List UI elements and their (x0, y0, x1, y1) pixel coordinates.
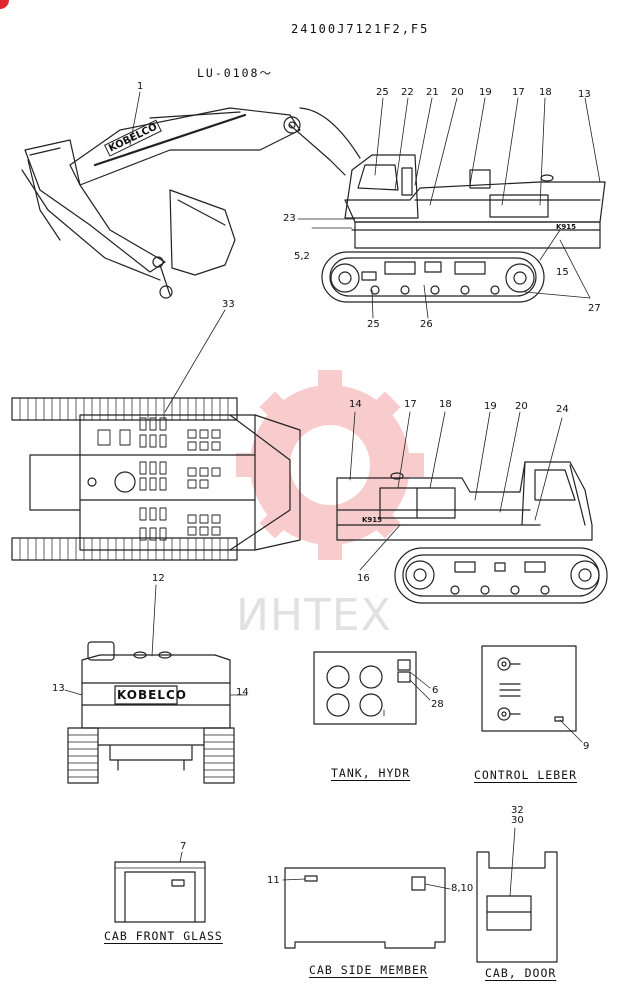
callout-18b: 18 (439, 399, 452, 410)
callout-22: 22 (401, 87, 414, 98)
part-number-title: 24100J7121F2,F5 (291, 22, 430, 36)
callout-27: 27 (588, 303, 601, 314)
callout-18: 18 (539, 87, 552, 98)
callout-1: 1 (137, 81, 144, 92)
callout-16: 16 (357, 573, 370, 584)
caption-cab-front-glass: CAB FRONT GLASS (104, 929, 223, 943)
top-view (11, 309, 301, 561)
callout-32: 32 (511, 805, 524, 816)
callout-26: 26 (420, 319, 433, 330)
main-view-leaders (129, 91, 601, 319)
callout-13b: 13 (52, 683, 65, 694)
callout-9: 9 (583, 741, 590, 752)
callout-28: 28 (431, 699, 444, 710)
watermark-gear (236, 370, 424, 560)
callout-15: 15 (556, 267, 569, 278)
corner-marker (0, 0, 9, 9)
cab-door-view (476, 827, 558, 963)
callout-14b: 14 (236, 687, 249, 698)
watermark-text: ИНТЕХ (236, 590, 392, 641)
callout-8-10: 8,10 (451, 883, 474, 894)
rear-brand-label: KOBELCO (117, 688, 187, 702)
serial-range-label: LU-0108〜 (197, 66, 273, 80)
cab-side-member-view (282, 867, 451, 949)
callout-25b: 25 (367, 319, 380, 330)
excavator-side-view (21, 107, 606, 303)
right-side-view (336, 411, 608, 604)
caption-cab-side-member: CAB SIDE MEMBER (309, 963, 428, 977)
callout-20b: 20 (515, 401, 528, 412)
rear-view (64, 584, 248, 784)
callout-14: 14 (349, 399, 362, 410)
callout-33: 33 (222, 299, 235, 310)
callout-20: 20 (451, 87, 464, 98)
callout-25: 25 (376, 87, 389, 98)
callout-13: 13 (578, 89, 591, 100)
tank-hydr-view (313, 651, 431, 725)
callout-11: 11 (267, 875, 280, 886)
caption-cab-door: CAB, DOOR (485, 966, 557, 980)
callout-19: 19 (479, 87, 492, 98)
callout-19b: 19 (484, 401, 497, 412)
callout-23: 23 (283, 213, 296, 224)
callout-30: 30 (511, 815, 524, 826)
control-lever-view (481, 645, 583, 743)
callout-24: 24 (556, 404, 569, 415)
callout-21: 21 (426, 87, 439, 98)
callout-17b: 17 (404, 399, 417, 410)
callout-6: 6 (432, 685, 439, 696)
side-plate-label: K915 (556, 223, 577, 231)
callout-17: 17 (512, 87, 525, 98)
callout-5-2: 5,2 (294, 251, 310, 262)
callout-7: 7 (180, 841, 187, 852)
side-plate-label-2: K915 (362, 516, 383, 524)
callout-12: 12 (152, 573, 165, 584)
caption-control-lever: CONTROL LEBER (474, 768, 578, 782)
caption-tank-hydr: TANK, HYDR (331, 766, 411, 780)
cab-front-glass-view (114, 851, 206, 923)
